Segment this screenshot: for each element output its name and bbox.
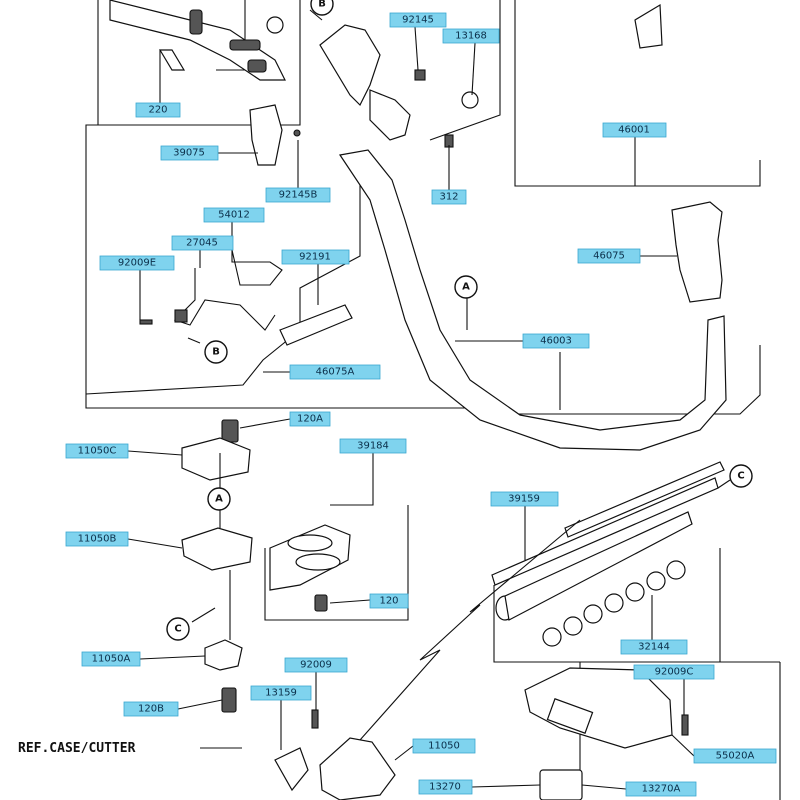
part-number-text: 27045 [186,238,218,249]
bearing-row [542,560,686,647]
bracket-parts [181,419,253,713]
part-number-text: 92145 [402,15,434,26]
part-label-46001[interactable]: 46001 [602,122,667,138]
handlebar-tube-part [338,149,727,451]
part-label-39184[interactable]: 39184 [339,438,407,454]
part-label-13168[interactable]: 13168 [442,28,500,44]
callout-a-handlebar: A [454,275,478,299]
callout-b-top: B [310,0,334,16]
part-label-11050B[interactable]: 11050B [65,531,129,547]
part-number-text: 220 [148,105,167,116]
part-number-text: 120A [297,414,323,425]
throttle-housing-part [109,0,301,166]
part-label-92009[interactable]: 92009 [284,657,348,673]
part-label-120A[interactable]: 120A [289,411,331,427]
part-label-11050[interactable]: 11050 [412,738,476,754]
part-number-text: 92009 [300,660,332,671]
part-number-text: 39075 [173,148,205,159]
part-label-39159[interactable]: 39159 [490,491,559,507]
callout-letter: A [462,282,470,293]
gearcase-part [274,709,583,800]
part-number-text: 46075 [593,251,625,262]
part-number-text: 13168 [455,31,487,42]
part-label-92145B[interactable]: 92145B [265,187,331,203]
part-label-11050A[interactable]: 11050A [81,651,141,667]
part-number-text: 11050 [428,741,460,752]
part-label-32144[interactable]: 32144 [620,639,688,655]
part-number-text: 46003 [540,336,572,347]
ref-case-cutter-text: REF.CASE/CUTTER [18,741,136,756]
part-number-text: 11050A [92,654,131,665]
flexible-shaft-part [491,461,725,647]
part-number-text: 13159 [265,688,297,699]
part-label-92009C[interactable]: 92009C [633,664,715,680]
part-number-text: 92009E [118,258,156,269]
part-label-220[interactable]: 220 [135,102,181,118]
part-label-46075A[interactable]: 46075A [289,364,381,380]
part-label-54012[interactable]: 54012 [203,207,265,223]
callout-letter: B [212,347,220,358]
part-number-text: 54012 [218,210,250,221]
callout-letter: C [737,471,744,482]
part-number-text: 39159 [508,494,540,505]
callout-b-cable: B [204,340,228,364]
throttle-cable-part [139,249,353,346]
part-label-13270A[interactable]: 13270A [625,781,697,797]
callout-letter: C [174,624,181,635]
callout-a-bracket: A [207,487,231,511]
part-number-text: 46075A [316,367,355,378]
part-label-312[interactable]: 312 [431,189,467,205]
part-label-92009E[interactable]: 92009E [99,255,175,271]
callout-letter: A [215,494,223,505]
part-number-text: 32144 [638,642,670,653]
part-label-11050C[interactable]: 11050C [65,443,129,459]
clamp-body-part [269,524,351,612]
part-label-13270[interactable]: 13270 [418,779,473,795]
part-number-text: 55020A [716,751,755,762]
part-label-92191[interactable]: 92191 [281,249,350,265]
part-number-text: 92009C [655,667,694,678]
part-label-92145[interactable]: 92145 [389,12,447,28]
part-number-text: 312 [439,192,458,203]
callout-c-bracket: C [166,617,190,641]
part-label-55020A[interactable]: 55020A [693,748,777,764]
part-label-39075[interactable]: 39075 [160,145,219,161]
part-number-text: 39184 [357,441,389,452]
part-label-120[interactable]: 120 [369,593,409,609]
part-label-120B[interactable]: 120B [123,701,179,717]
loop-handle-part [634,3,723,303]
part-number-text: 92191 [299,252,331,263]
part-label-46075[interactable]: 46075 [577,248,641,264]
group-outlines [85,0,781,800]
guard-part [524,667,689,749]
part-label-46003[interactable]: 46003 [522,333,590,349]
part-number-text: 92145B [279,190,318,201]
callout-c-shaft: C [729,464,753,488]
part-number-text: 46001 [618,125,650,136]
part-number-text: 120 [379,596,398,607]
part-number-text: 13270A [642,784,681,795]
part-number-text: 13270 [429,782,461,793]
leader-lines [127,9,731,790]
part-label-27045[interactable]: 27045 [171,235,234,251]
part-label-13159[interactable]: 13159 [250,685,312,701]
callout-letter: B [318,0,326,10]
part-number-text: 11050C [78,446,117,457]
handle-clamp-part [319,24,479,148]
part-number-text: 11050B [78,534,117,545]
part-number-text: 120B [138,704,164,715]
